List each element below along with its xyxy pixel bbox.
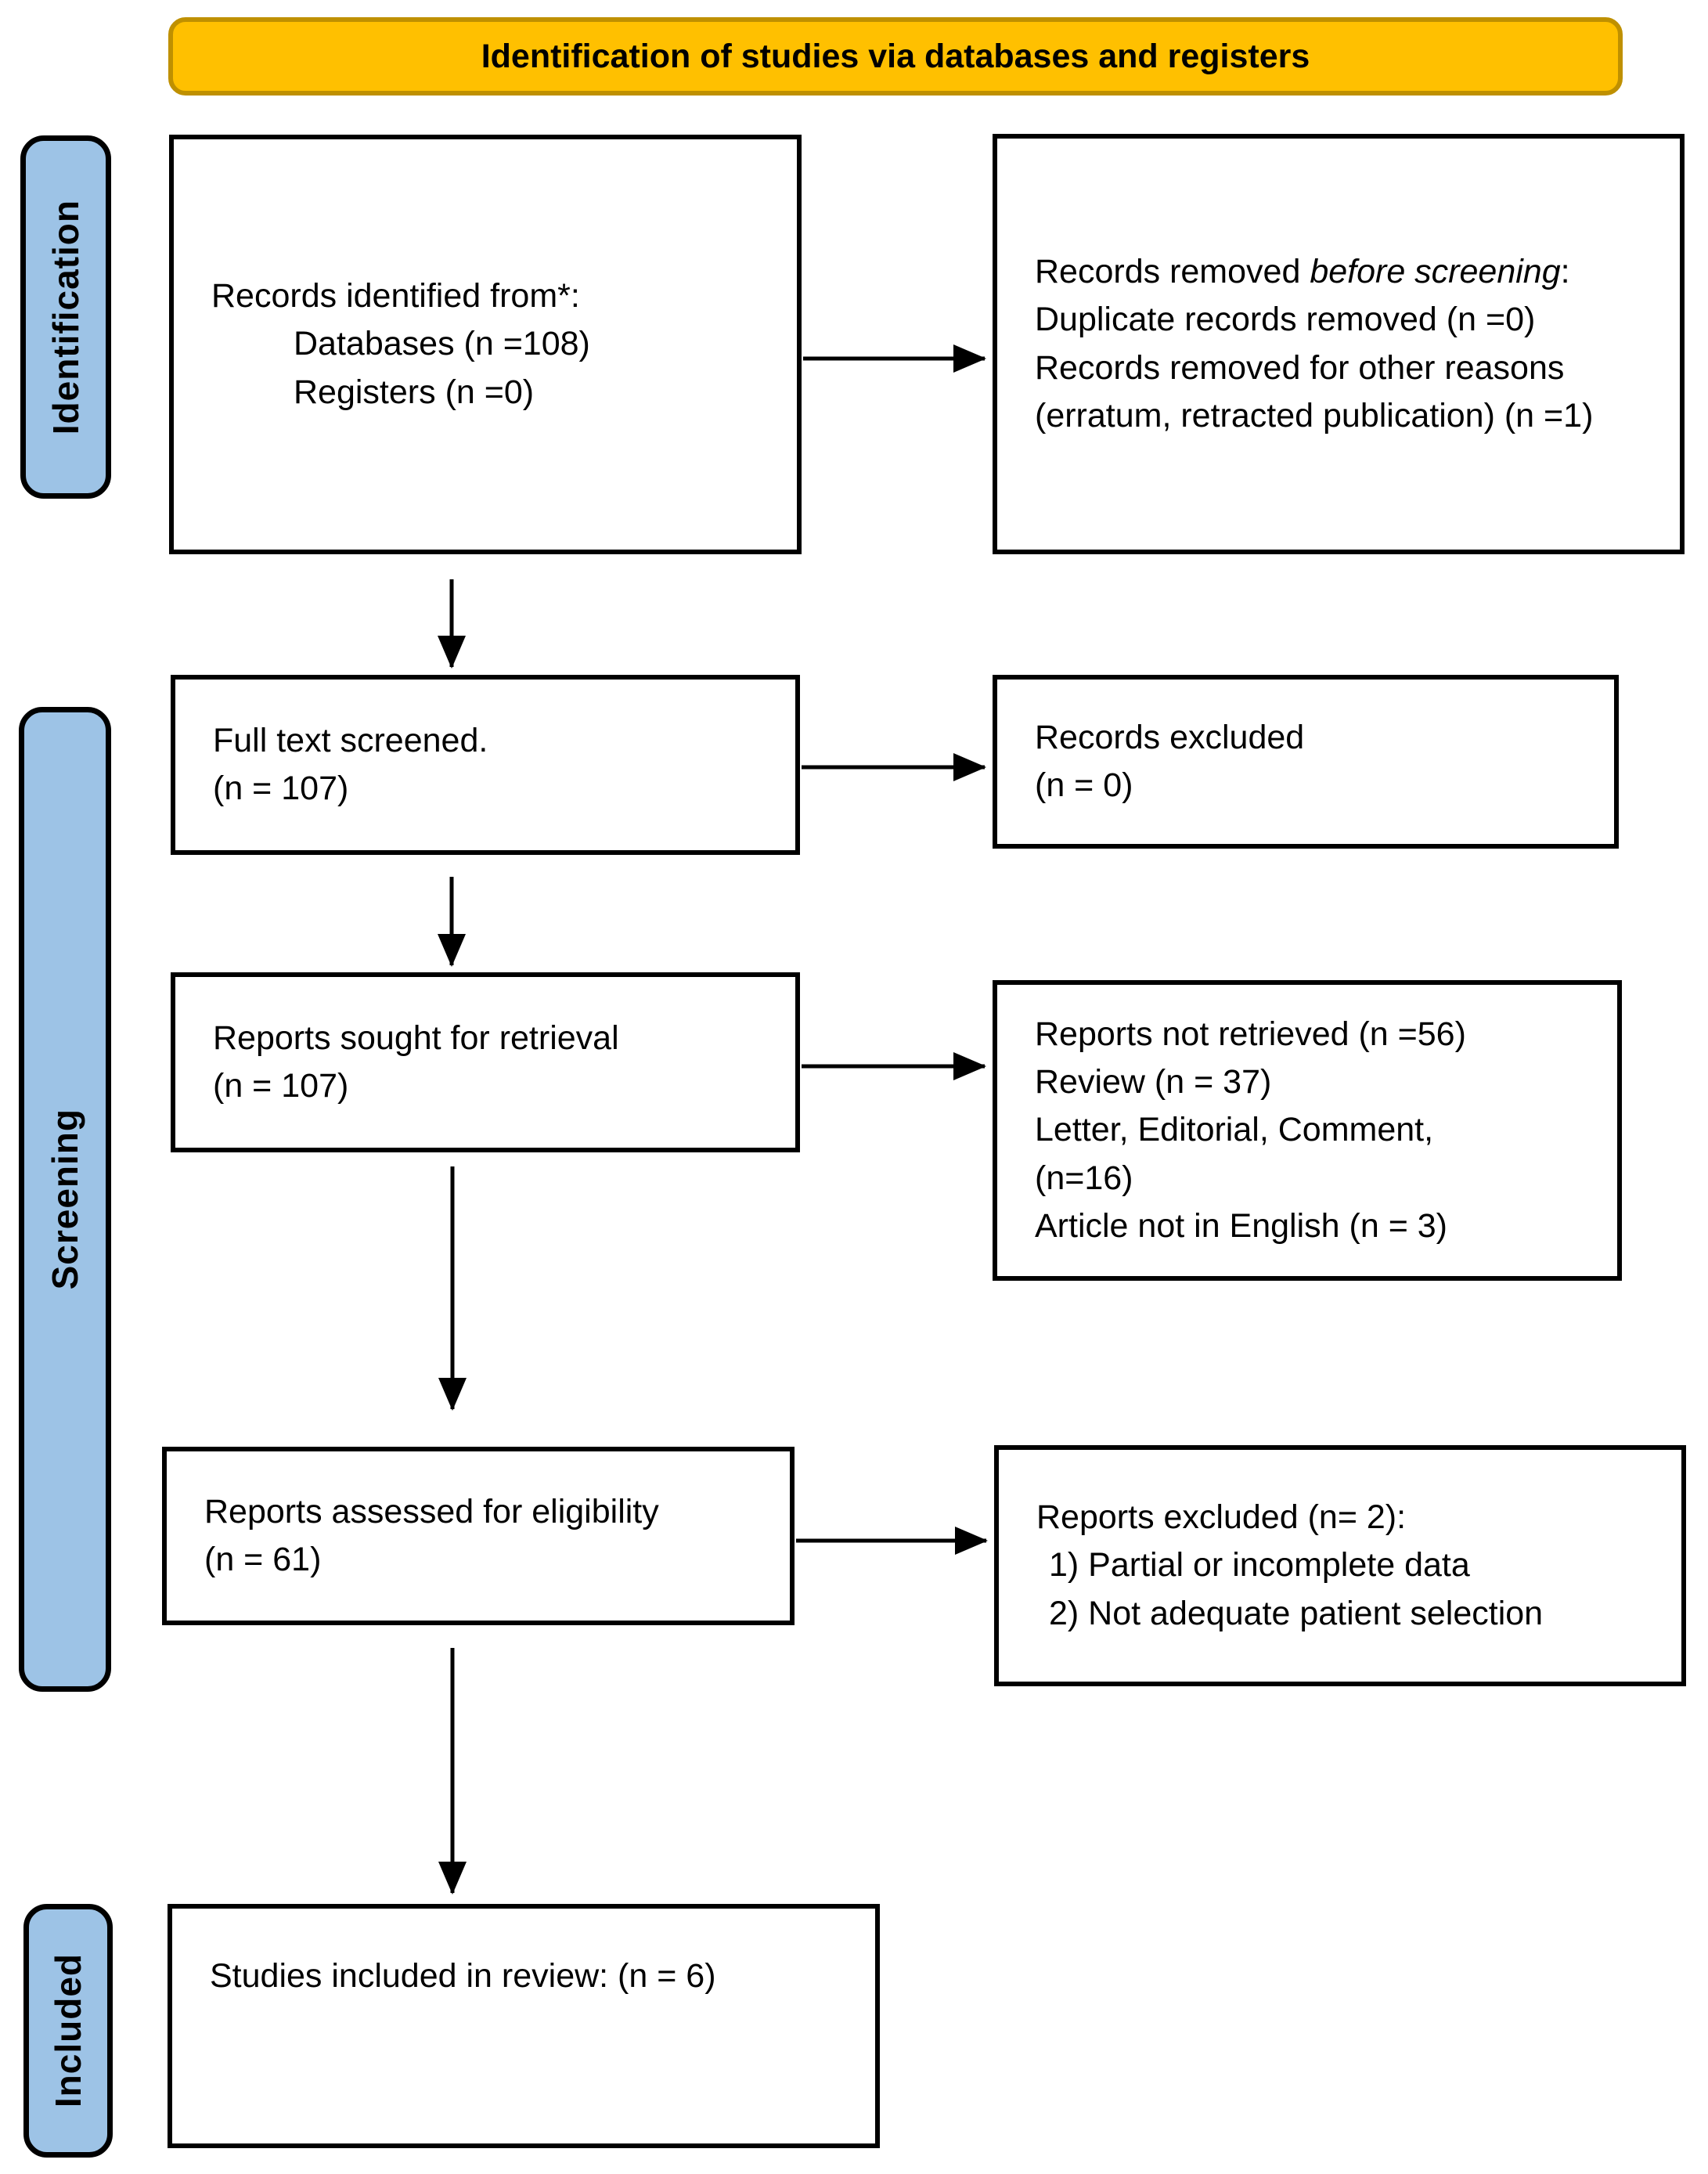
studies-included-line1: Studies included in review: (n = 6)	[210, 1957, 716, 1995]
box-studies-included: Studies included in review: (n = 6)	[168, 1904, 880, 2148]
reports-excluded-reason2: 2) Not adequate patient selection	[1049, 1594, 1544, 1632]
records-removed-duplicates: Duplicate records removed (n =0)	[1035, 301, 1536, 339]
stage-label-screening: Screening	[19, 707, 111, 1692]
records-excluded-line2: (n = 0)	[1035, 766, 1133, 804]
reports-not-retrieved-line3: Letter, Editorial, Comment,	[1035, 1111, 1434, 1149]
box-reports-not-retrieved: Reports not retrieved (n =56) Review (n …	[993, 980, 1622, 1281]
full-text-screened-line2: (n = 107)	[213, 770, 349, 807]
stage-label-included-text: Included	[48, 1953, 88, 2108]
reports-not-retrieved-line1: Reports not retrieved (n =56)	[1035, 1015, 1466, 1054]
reports-not-retrieved-line5: Article not in English (n = 3)	[1035, 1206, 1448, 1245]
reports-excluded-heading: Reports excluded (n= 2):	[1036, 1498, 1407, 1537]
reports-sought-line1: Reports sought for retrieval	[213, 1018, 619, 1057]
box-reports-sought: Reports sought for retrieval (n = 107)	[171, 972, 800, 1152]
box-full-text-screened: Full text screened. (n = 107)	[171, 675, 800, 855]
stage-label-included: Included	[23, 1904, 113, 2158]
reports-sought-line2: (n = 107)	[213, 1067, 349, 1105]
box-reports-assessed: Reports assessed for eligibility (n = 61…	[162, 1447, 795, 1625]
records-removed-heading-prefix: Records removed	[1035, 253, 1310, 291]
records-identified-databases: Databases (n =108)	[294, 325, 590, 363]
stage-label-screening-text: Screening	[45, 1109, 85, 1290]
reports-excluded-reason1: 1) Partial or incomplete data	[1049, 1546, 1470, 1585]
records-removed-heading: Records removed before screening:	[1035, 248, 1669, 296]
full-text-screened-line1: Full text screened.	[213, 721, 488, 759]
box-records-removed: Records removed before screening: Duplic…	[993, 134, 1685, 554]
reports-assessed-line1: Reports assessed for eligibility	[204, 1492, 659, 1530]
records-identified-registers: Registers (n =0)	[294, 373, 535, 411]
stage-label-identification: Identification	[20, 135, 111, 499]
reports-assessed-line2: (n = 61)	[204, 1541, 322, 1578]
records-removed-heading-suffix: :	[1560, 253, 1570, 291]
stage-label-identification-text: Identification	[45, 199, 86, 435]
box-records-excluded: Records excluded (n = 0)	[993, 675, 1619, 849]
reports-not-retrieved-line2: Review (n = 37)	[1035, 1063, 1272, 1101]
title-banner: Identification of studies via databases …	[168, 17, 1623, 96]
title-banner-label: Identification of studies via databases …	[481, 37, 1310, 75]
records-excluded-line1: Records excluded	[1035, 718, 1305, 756]
records-removed-heading-italic: before screening	[1310, 253, 1561, 291]
reports-not-retrieved-line4: (n=16)	[1035, 1159, 1133, 1197]
records-removed-erratum: (erratum, retracted publication) (n =1)	[1035, 396, 1594, 434]
box-records-identified: Records identified from*: Databases (n =…	[169, 135, 802, 554]
records-identified-heading: Records identified from*:	[211, 277, 580, 315]
records-removed-other-reasons: Records removed for other reasons	[1035, 348, 1565, 387]
box-reports-excluded: Reports excluded (n= 2): 1) Partial or i…	[994, 1445, 1686, 1686]
